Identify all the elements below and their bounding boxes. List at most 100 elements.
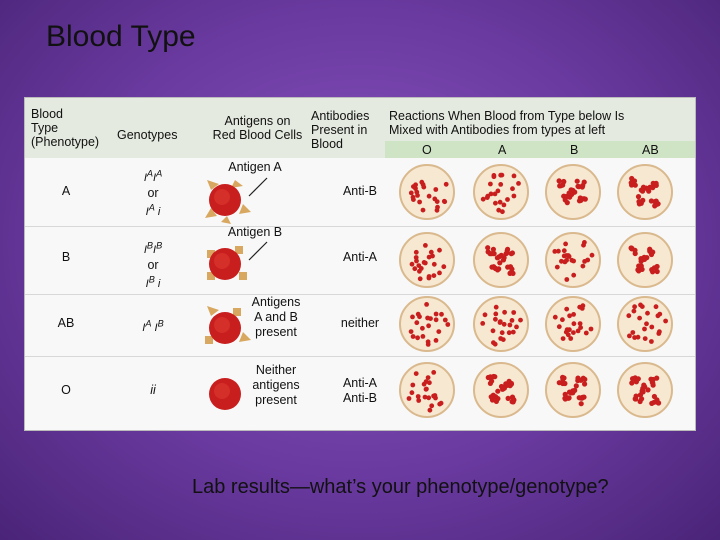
clumped-cell	[487, 380, 493, 386]
antigen-a-marker	[239, 204, 251, 214]
header-antibodies: Antibodies Present in Blood	[311, 109, 369, 151]
reaction-dish-normal	[545, 232, 601, 288]
dispersed-cell	[577, 321, 583, 326]
dispersed-cell	[511, 193, 517, 199]
reaction-dish-agglutinated	[473, 232, 529, 288]
clumped-cell	[560, 376, 566, 382]
clumped-cell	[500, 257, 507, 263]
dispersed-cell	[442, 317, 448, 323]
clumped-cell	[632, 250, 638, 257]
dispersed-cell	[424, 302, 429, 307]
dispersed-cell	[632, 335, 637, 340]
header-blood-type-line2: Type	[31, 121, 59, 135]
dispersed-cell	[571, 258, 576, 264]
dispersed-cell	[506, 330, 512, 336]
clumped-cell	[579, 394, 586, 400]
clumped-cell	[649, 267, 655, 273]
dispersed-cell	[499, 330, 505, 336]
dispersed-cell	[420, 325, 425, 331]
dispersed-cell	[632, 304, 637, 310]
reaction-col-b: B	[570, 143, 579, 157]
clumped-cell	[507, 383, 513, 389]
dispersed-cell	[422, 394, 428, 400]
dispersed-cell	[426, 193, 432, 199]
clumped-cell	[556, 380, 562, 386]
header-antibodies-line3: Blood	[311, 137, 343, 151]
clumped-cell	[633, 393, 639, 399]
red-cell-with-both-antigens	[205, 306, 251, 344]
dispersed-cell	[563, 241, 568, 247]
dispersed-cell	[414, 320, 420, 326]
dispersed-cell	[582, 259, 587, 264]
clumped-cell	[505, 395, 511, 401]
clumped-cell	[561, 179, 567, 185]
clumped-cell	[568, 187, 574, 193]
antigen-b-label: Antigen B	[227, 225, 283, 239]
dispersed-cell	[498, 182, 504, 187]
clumped-cell	[650, 376, 656, 383]
dispersed-cell	[426, 274, 432, 279]
dispersed-cell	[488, 181, 493, 187]
reaction-column-band	[385, 141, 695, 158]
pointer-line	[248, 177, 268, 197]
dispersed-cell	[560, 336, 566, 341]
dispersed-cell	[431, 273, 437, 278]
dispersed-cell	[409, 390, 415, 396]
clumped-cell	[562, 380, 568, 387]
clumped-cell	[566, 389, 573, 395]
clumped-cell	[578, 401, 584, 407]
header-antibodies-line2: Present in	[311, 123, 368, 137]
dispersed-cell	[413, 371, 419, 376]
dispersed-cell	[415, 193, 420, 198]
red-cell-with-antigen-a	[205, 177, 268, 224]
genotype-a: IAIA or IA i	[133, 166, 173, 220]
clumped-cell	[507, 264, 514, 270]
dispersed-cell	[410, 382, 416, 388]
clumped-cell	[648, 198, 654, 204]
clumped-cell	[631, 178, 638, 184]
dispersed-cell	[580, 263, 586, 269]
dispersed-cell	[552, 314, 558, 320]
dispersed-cell	[568, 336, 574, 341]
dispersed-cell	[511, 173, 517, 179]
clumped-cell	[652, 203, 658, 209]
reaction-dish-normal	[399, 232, 455, 288]
dispersed-cell	[434, 199, 440, 204]
dispersed-cell	[518, 317, 523, 323]
clumped-cell	[508, 270, 514, 276]
antigen-o-present: Neither antigens present	[241, 363, 311, 408]
dispersed-cell	[426, 254, 432, 260]
dispersed-cell	[443, 181, 449, 187]
dispersed-cell	[425, 339, 431, 345]
dispersed-cell	[414, 258, 419, 264]
clumped-cell	[494, 255, 500, 261]
dispersed-cell	[418, 266, 424, 271]
clumped-cell	[556, 178, 562, 184]
dispersed-cell	[491, 340, 496, 346]
antigen-ab-line2: A and B	[254, 310, 298, 324]
dispersed-cell	[493, 304, 499, 310]
clumped-cell	[641, 382, 647, 388]
antigen-a-marker	[231, 180, 243, 188]
dispersed-cell	[630, 330, 636, 335]
antigen-b-marker	[233, 308, 241, 316]
dispersed-cell	[498, 172, 504, 178]
clumped-cell	[503, 251, 509, 257]
phenotype-ab: AB	[57, 316, 75, 330]
clumped-cell	[579, 196, 585, 202]
dispersed-cell	[482, 312, 488, 318]
dispersed-cell	[431, 261, 437, 267]
dispersed-cell	[571, 312, 576, 317]
clumped-cell	[582, 381, 588, 387]
genotype-b: IBIB or IB i	[133, 238, 173, 292]
dispersed-cell	[423, 243, 428, 248]
clumped-cell	[498, 252, 504, 258]
dispersed-cell	[427, 407, 433, 413]
clumped-cell	[653, 180, 659, 186]
antigen-a-marker	[221, 216, 231, 224]
header-reactions-line1: Reactions When Blood from Type below Is	[389, 109, 625, 123]
cell-highlight	[214, 253, 230, 269]
clumped-cell	[639, 396, 645, 402]
dispersed-cell	[637, 315, 642, 321]
dispersed-cell	[653, 304, 659, 310]
